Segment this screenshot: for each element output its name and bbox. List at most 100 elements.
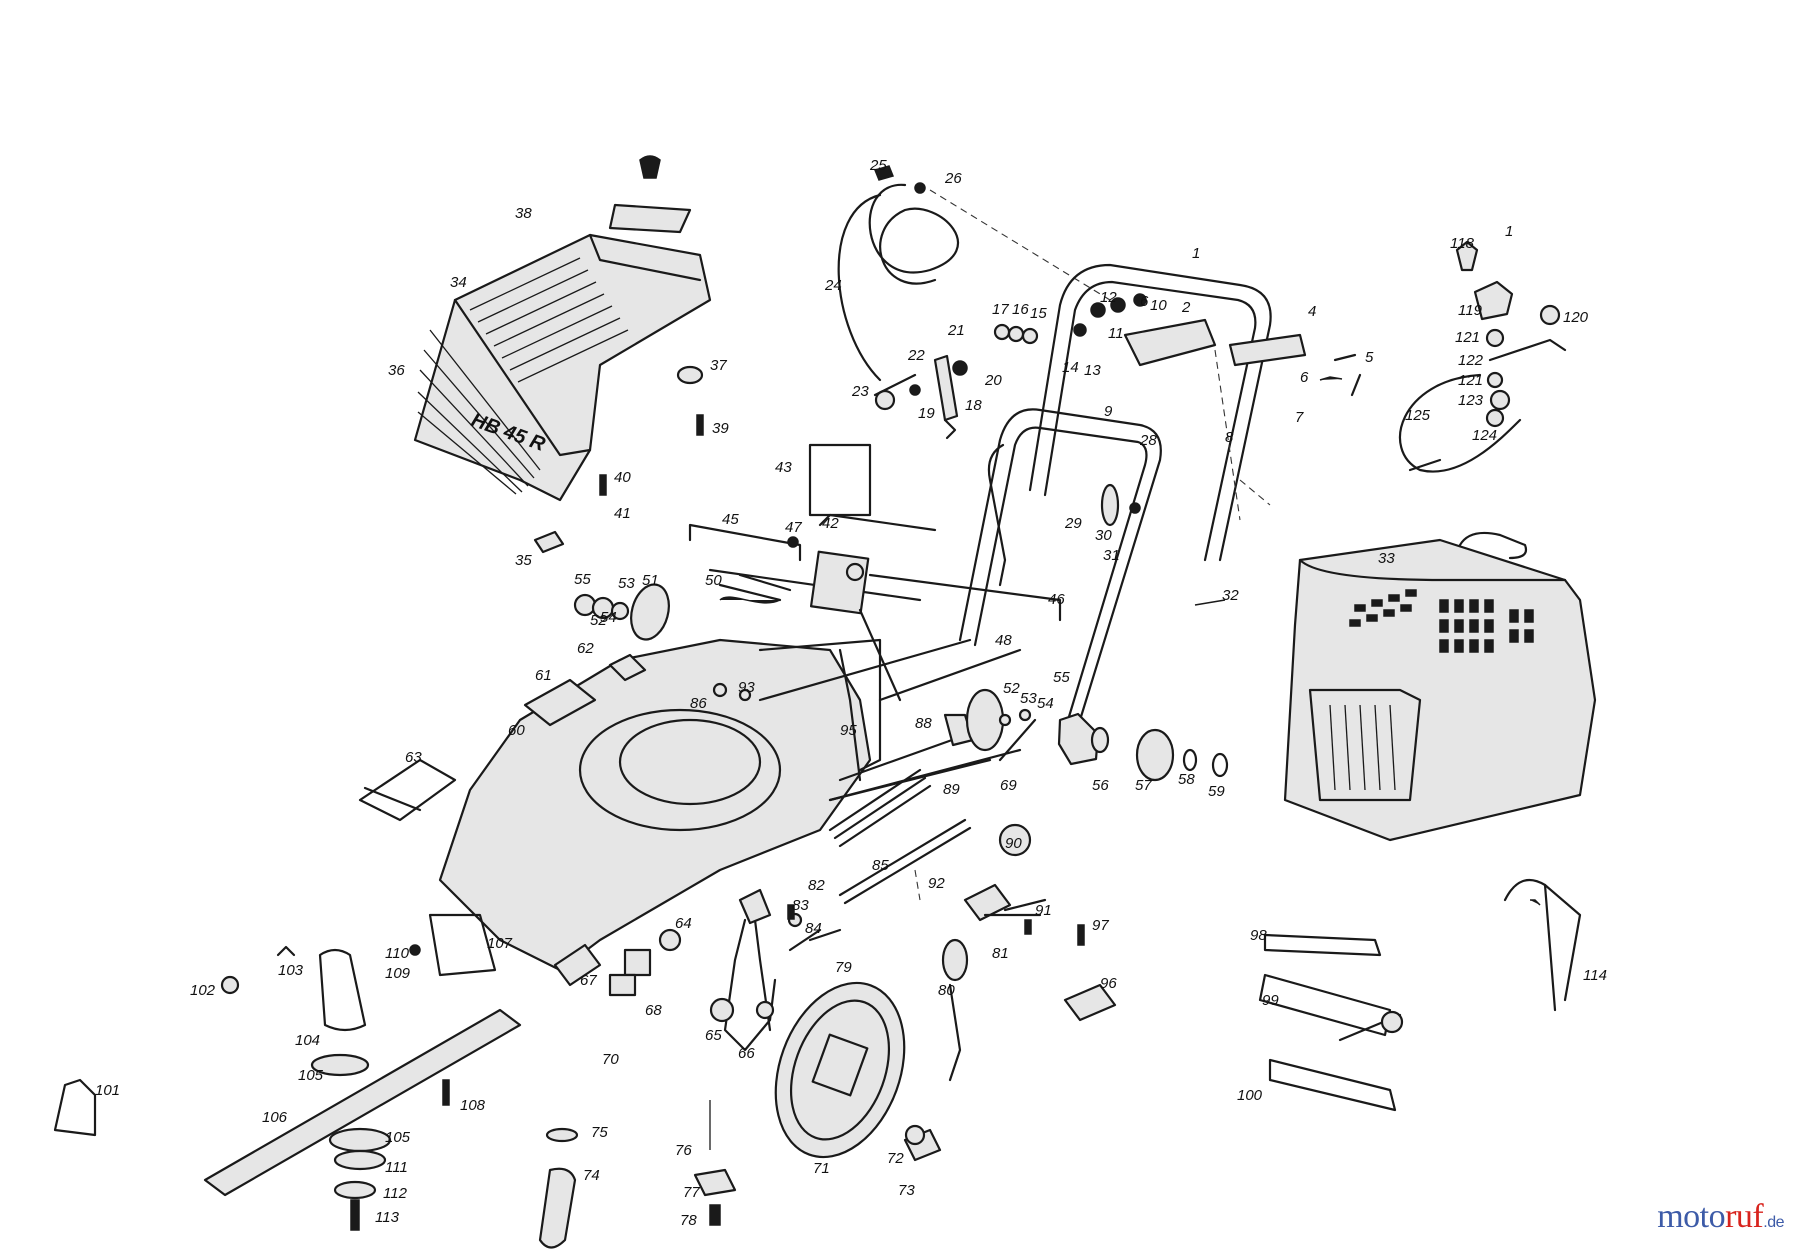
callout-61: 61 xyxy=(535,667,552,684)
callout-81: 81 xyxy=(992,945,1009,962)
callout-102: 102 xyxy=(190,982,216,999)
callout-93: 93 xyxy=(738,679,755,696)
callout-114: 114 xyxy=(1583,967,1607,984)
callout-24: 24 xyxy=(824,277,842,294)
upper-handle xyxy=(993,263,1362,562)
callout-25: 25 xyxy=(869,157,887,174)
callout-38: 38 xyxy=(515,205,532,222)
callout-83: 83 xyxy=(792,897,809,914)
callout-52: 52 xyxy=(590,612,607,629)
callout-13: 13 xyxy=(1084,362,1101,379)
callout-76: 76 xyxy=(675,1142,692,1159)
callout-55: 55 xyxy=(574,571,591,588)
callout-108: 108 xyxy=(460,1097,486,1114)
callout-84: 84 xyxy=(805,920,822,937)
callout-23: 23 xyxy=(851,383,869,400)
callout-6: 6 xyxy=(1300,369,1309,386)
callout-51: 51 xyxy=(642,572,659,589)
callout-labels: 1 1 2 4 5 6 6 7 8 9 10 11 12 13 14 15 16… xyxy=(95,157,1607,1229)
callout-40: 40 xyxy=(614,469,631,486)
callout-29: 29 xyxy=(1064,515,1082,532)
callout-98: 98 xyxy=(1250,927,1267,944)
callout-20: 20 xyxy=(984,372,1002,389)
callout-9: 9 xyxy=(1104,403,1113,420)
callout-17: 17 xyxy=(992,301,1009,318)
callout-55: 55 xyxy=(1053,669,1070,686)
choke-assembly xyxy=(1398,240,1567,473)
callout-5: 5 xyxy=(1365,349,1374,366)
callout-4: 4 xyxy=(1308,303,1316,320)
callout-95: 95 xyxy=(840,722,857,739)
callout-48: 48 xyxy=(995,632,1012,649)
tool-kit xyxy=(1063,878,1582,1112)
callout-64: 64 xyxy=(675,915,692,932)
callout-54: 54 xyxy=(600,609,617,626)
callout-112: 112 xyxy=(383,1185,408,1202)
callout-65: 65 xyxy=(705,1027,722,1044)
callout-88: 88 xyxy=(915,715,932,732)
callout-53: 53 xyxy=(1020,690,1037,707)
callout-58: 58 xyxy=(1178,771,1195,788)
callout-15: 15 xyxy=(1030,305,1047,322)
callout-26: 26 xyxy=(944,170,962,187)
callout-105: 105 xyxy=(298,1067,324,1084)
watermark-part-3: .de xyxy=(1763,1214,1784,1231)
watermark-part-2: ruf xyxy=(1725,1198,1764,1235)
callout-75: 75 xyxy=(591,1124,608,1141)
catcher-cover: HB 45 R xyxy=(413,155,712,554)
callout-39: 39 xyxy=(712,420,729,437)
callout-118: 118 xyxy=(1450,235,1475,252)
callout-120: 120 xyxy=(1563,309,1589,326)
callout-62: 62 xyxy=(577,640,594,657)
discharge-parts xyxy=(538,1100,737,1249)
callout-1: 1 xyxy=(1192,245,1200,262)
callout-73: 73 xyxy=(898,1182,915,1199)
callout-54: 54 xyxy=(1037,695,1054,712)
callout-96: 96 xyxy=(1100,975,1117,992)
callout-89: 89 xyxy=(943,781,960,798)
callout-77: 77 xyxy=(683,1184,700,1201)
callout-30: 30 xyxy=(1095,527,1112,544)
callout-10: 10 xyxy=(1150,297,1167,314)
small-parts xyxy=(573,443,1032,952)
callout-42: 42 xyxy=(822,515,839,532)
callout-34: 34 xyxy=(450,274,467,291)
callout-46: 46 xyxy=(1048,591,1065,608)
callout-56: 56 xyxy=(1092,777,1109,794)
callout-32: 32 xyxy=(1222,587,1239,604)
callout-68: 68 xyxy=(645,1002,662,1019)
callout-103: 103 xyxy=(278,962,304,979)
callout-101: 101 xyxy=(95,1082,120,1099)
callout-122: 122 xyxy=(1458,352,1484,369)
blade-assembly xyxy=(53,913,522,1231)
callout-67: 67 xyxy=(580,972,597,989)
callout-69: 69 xyxy=(1000,777,1017,794)
callout-86: 86 xyxy=(690,695,707,712)
callout-35: 35 xyxy=(515,552,532,569)
callout-6: 6 xyxy=(1140,293,1149,310)
callout-57: 57 xyxy=(1135,777,1152,794)
callout-99: 99 xyxy=(1262,992,1279,1009)
callout-111: 111 xyxy=(385,1159,408,1176)
callout-106: 106 xyxy=(262,1109,288,1126)
callout-74: 74 xyxy=(583,1167,600,1184)
callout-53: 53 xyxy=(618,575,635,592)
callout-91: 91 xyxy=(1035,902,1052,919)
callout-41: 41 xyxy=(614,505,631,522)
callout-11: 11 xyxy=(1108,325,1124,342)
callout-14: 14 xyxy=(1062,359,1079,376)
callout-60: 60 xyxy=(508,722,525,739)
callout-121: 121 xyxy=(1455,329,1480,346)
callout-21: 21 xyxy=(947,322,965,339)
callout-47: 47 xyxy=(785,519,802,536)
callout-121: 121 xyxy=(1458,372,1483,389)
callout-105: 105 xyxy=(385,1129,411,1146)
callout-52: 52 xyxy=(1003,680,1020,697)
callout-79: 79 xyxy=(835,959,852,976)
callout-70: 70 xyxy=(602,1051,619,1068)
callout-31: 31 xyxy=(1103,547,1120,564)
callout-80: 80 xyxy=(938,982,955,999)
callout-43: 43 xyxy=(775,459,792,476)
callout-28: 28 xyxy=(1139,432,1157,449)
callout-1: 1 xyxy=(1505,223,1513,240)
